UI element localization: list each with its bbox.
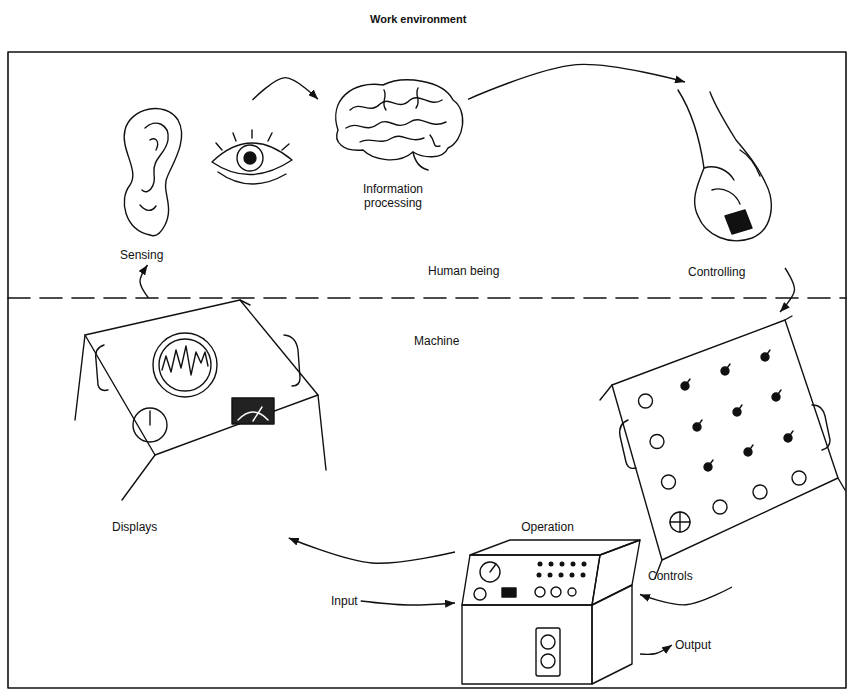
- flow-arrow: [140, 265, 149, 298]
- operation-group: Operation: [455, 518, 640, 688]
- flow-arrow: [780, 268, 795, 312]
- ear-icon: [124, 109, 181, 236]
- node-label: Operation: [521, 520, 574, 534]
- node-label: Information processing: [345, 182, 441, 210]
- region-label: Human being: [428, 264, 499, 278]
- controls-group: Controls: [600, 312, 840, 587]
- displays-group: Displays: [72, 298, 327, 538]
- display-panel: [75, 300, 326, 500]
- node-label: Input: [331, 594, 358, 608]
- node-label: Output: [675, 638, 711, 652]
- flow-arrow: [468, 64, 685, 99]
- title-holder: Work environment: [370, 12, 466, 26]
- environment-frame: [8, 52, 846, 688]
- controlling-group: Controlling: [660, 82, 785, 282]
- processing-group: Information processing: [318, 76, 468, 213]
- eye-icon: [212, 130, 292, 184]
- label-holder: Machine: [414, 334, 459, 348]
- human-machine-divider: [8, 297, 846, 299]
- flow-arrow: [253, 78, 319, 100]
- brain-icon: [336, 80, 463, 170]
- region-label: Machine: [414, 334, 459, 348]
- control-panel: [600, 316, 845, 578]
- node-label: Controlling: [688, 265, 745, 279]
- flow-arrow: [640, 587, 732, 605]
- sensing-group: Sensing: [95, 100, 305, 265]
- flow-arrow: [361, 601, 455, 605]
- diagram-title: Work environment: [370, 12, 466, 26]
- node-label: Controls: [648, 569, 693, 583]
- flow-arrow: [289, 538, 455, 563]
- input-terminal: Input: [328, 592, 361, 610]
- output-terminal: Output: [672, 636, 714, 654]
- flow-arrow: [640, 645, 672, 654]
- machine-unit: [462, 540, 640, 684]
- node-label: Displays: [112, 520, 157, 534]
- node-label: Sensing: [120, 248, 163, 262]
- label-holder: Human being: [428, 264, 499, 278]
- hand-icon: [678, 90, 771, 241]
